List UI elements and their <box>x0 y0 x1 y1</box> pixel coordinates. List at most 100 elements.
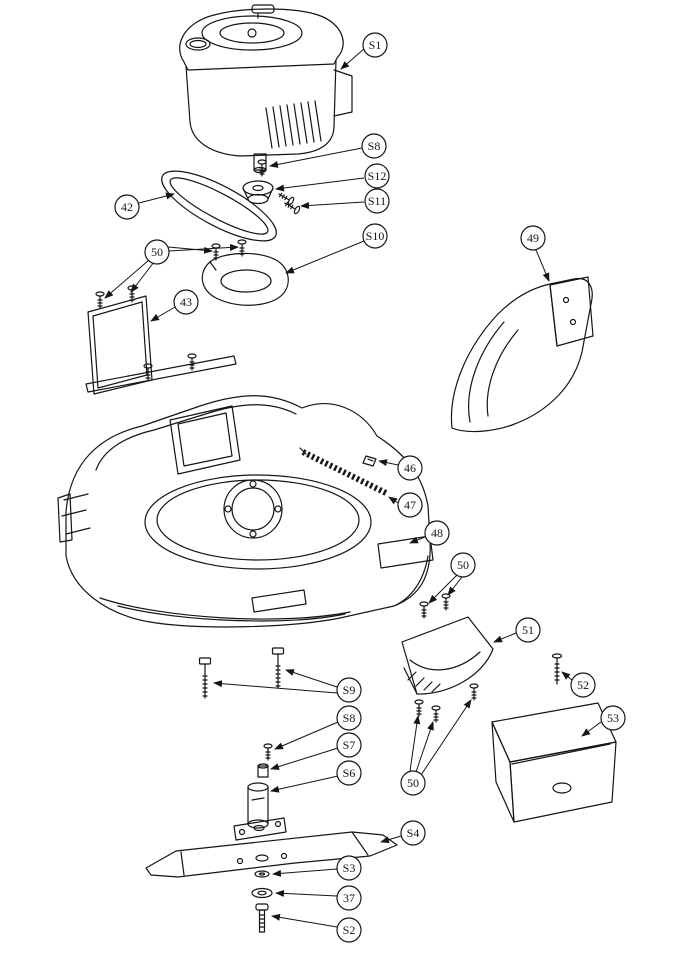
callout-label-50a: 50 <box>151 245 163 259</box>
leader-48-0 <box>409 536 426 544</box>
callout-circle-49 <box>520 225 546 251</box>
callout-circle-s6 <box>336 760 362 786</box>
leader-50c-2 <box>420 699 472 776</box>
callout-53: 53 <box>600 705 626 731</box>
callout-50b: 50 <box>450 552 476 578</box>
callout-circle-50c <box>400 770 426 796</box>
callout-circle-s3 <box>336 855 362 881</box>
callout-circle-s8a <box>361 133 387 159</box>
callout-43: 43 <box>173 289 199 315</box>
leader-s8b-0 <box>274 721 339 750</box>
leader-s8a-0 <box>269 147 363 168</box>
callout-s8a: S8 <box>361 133 387 159</box>
leader-s10-0 <box>285 240 365 274</box>
callout-circle-s10 <box>362 223 388 249</box>
leader-53-0 <box>581 721 602 737</box>
callout-circle-s7 <box>336 732 362 758</box>
callout-circle-42 <box>114 194 140 220</box>
leader-50c-0 <box>409 715 421 772</box>
baffle-screw-3 <box>469 683 479 701</box>
callout-circle-s11 <box>364 188 390 214</box>
callout-circle-46 <box>397 455 423 481</box>
cover-screws <box>95 239 247 309</box>
leader-50a-1 <box>168 243 239 252</box>
callout-s6: S6 <box>336 760 362 786</box>
callout-s2: S2 <box>336 917 362 943</box>
callout-label-51: 51 <box>522 623 534 637</box>
leader-s1-0 <box>340 47 366 70</box>
blade <box>145 831 398 878</box>
leader-s12-0 <box>275 177 365 192</box>
callout-circle-50b <box>450 552 476 578</box>
leader-51-0 <box>493 632 517 643</box>
callout-s4: S4 <box>400 820 426 846</box>
callout-label-53: 53 <box>607 711 619 725</box>
leader-49-0 <box>535 249 550 282</box>
leader-50b-1 <box>447 576 463 596</box>
callout-circle-s2 <box>336 917 362 943</box>
leader-50b-0 <box>428 574 458 604</box>
callout-circle-s1 <box>362 32 388 58</box>
leader-43-0 <box>150 306 176 322</box>
leader-50a-3 <box>130 261 155 293</box>
callout-circle-s8b <box>336 705 362 731</box>
screw-52 <box>551 653 563 685</box>
callout-circle-s9 <box>336 677 362 703</box>
callout-s10: S10 <box>362 223 388 249</box>
callout-s11: S11 <box>364 188 390 214</box>
callout-label-s3: S3 <box>343 861 356 875</box>
drive-belt <box>161 170 277 242</box>
screw-s11-2 <box>282 198 302 216</box>
leader-42-0 <box>138 192 175 204</box>
callout-50a: 50 <box>144 239 170 265</box>
callout-42: 42 <box>114 194 140 220</box>
deck-screw-1 <box>419 601 429 619</box>
leader-s7-0 <box>270 747 339 770</box>
callout-circle-51 <box>515 617 541 643</box>
belt-cover <box>201 252 289 306</box>
callout-circle-43 <box>173 289 199 315</box>
leader-s9-0 <box>285 669 338 688</box>
leader-47-0 <box>388 496 399 505</box>
screw-s8-lower <box>263 743 273 761</box>
callout-37: 37 <box>336 885 362 911</box>
callout-label-s8b: S8 <box>343 711 356 725</box>
front-trim-strip <box>85 353 237 393</box>
callout-47: 47 <box>397 492 423 518</box>
callout-label-50c: 50 <box>407 776 419 790</box>
callout-label-48: 48 <box>431 526 443 540</box>
blade-bolts <box>198 647 285 699</box>
callout-label-s2: S2 <box>343 923 356 937</box>
callout-label-42: 42 <box>121 200 133 214</box>
callout-label-s8a: S8 <box>368 139 381 153</box>
callout-circle-37 <box>336 885 362 911</box>
leader-s9-1 <box>213 680 338 694</box>
callout-label-52: 52 <box>577 678 589 692</box>
callout-48: 48 <box>424 520 450 546</box>
callout-46: 46 <box>397 455 423 481</box>
discharge-chute <box>450 276 594 433</box>
callout-layer: S1S8S12S1142S10504349464748505152S9S8S7S… <box>104 32 626 943</box>
callout-circle-50a <box>144 239 170 265</box>
baffle-screw-1 <box>414 699 424 717</box>
baffle <box>401 616 494 723</box>
callout-label-s9: S9 <box>343 683 356 697</box>
leader-s4-0 <box>380 835 402 844</box>
callout-label-s12: S12 <box>368 169 387 183</box>
callout-s12: S12 <box>364 163 390 189</box>
callout-label-49: 49 <box>527 231 539 245</box>
callout-label-s10: S10 <box>366 229 385 243</box>
callout-circle-52 <box>570 672 596 698</box>
callout-50c: 50 <box>400 770 426 796</box>
blade-hardware <box>233 743 287 841</box>
callout-circle-s4 <box>400 820 426 846</box>
baffle-screw-2 <box>431 705 441 723</box>
callout-label-s6: S6 <box>343 766 356 780</box>
callout-circle-53 <box>600 705 626 731</box>
leader-s2-0 <box>271 913 338 928</box>
callout-label-s4: S4 <box>407 826 420 840</box>
engine-assembly <box>179 4 353 174</box>
callout-label-s1: S1 <box>369 38 382 52</box>
callout-label-43: 43 <box>180 295 192 309</box>
